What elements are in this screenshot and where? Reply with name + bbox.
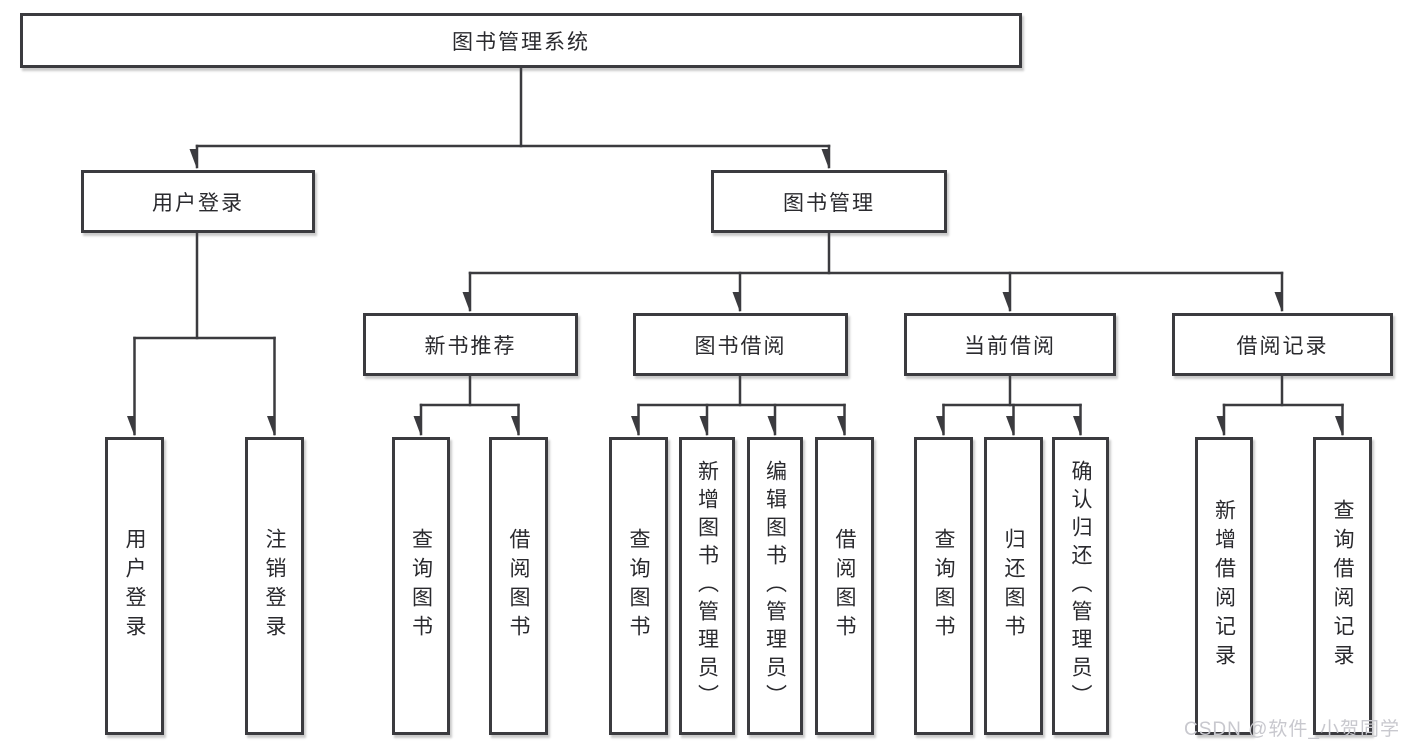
- leaf-current-query-books: 查询图书: [914, 437, 973, 735]
- leaf-newrec-borrow-books: 借阅图书: [489, 437, 548, 735]
- leaf-current-return-books: 归还图书: [984, 437, 1043, 735]
- csdn-watermark: CSDN @软件_小贺同学: [1184, 719, 1400, 740]
- node-book-borrowing: 图书借阅: [633, 313, 848, 376]
- leaf-borrow-borrow-books: 借阅图书: [815, 437, 874, 735]
- node-new-book-recommend: 新书推荐: [363, 313, 578, 376]
- leaf-borrow-edit-books-admin: 编辑图书（管理员）: [747, 437, 803, 735]
- leaf-records-query-record: 查询借阅记录: [1313, 437, 1372, 735]
- node-current-borrowing: 当前借阅: [904, 313, 1116, 376]
- leaf-current-confirm-return-admin: 确认归还（管理员）: [1052, 437, 1109, 735]
- node-book-management: 图书管理: [711, 170, 947, 233]
- leaf-logout: 注销登录: [245, 437, 304, 735]
- node-user-login: 用户登录: [81, 170, 315, 233]
- leaf-newrec-query-books: 查询图书: [392, 437, 450, 735]
- leaf-records-add-record: 新增借阅记录: [1195, 437, 1253, 735]
- node-borrowing-records: 借阅记录: [1172, 313, 1393, 376]
- leaf-user-login: 用户登录: [105, 437, 164, 735]
- leaf-borrow-query-books: 查询图书: [609, 437, 668, 735]
- leaf-borrow-add-books-admin: 新增图书（管理员）: [679, 437, 735, 735]
- node-library-management-system: 图书管理系统: [20, 13, 1022, 68]
